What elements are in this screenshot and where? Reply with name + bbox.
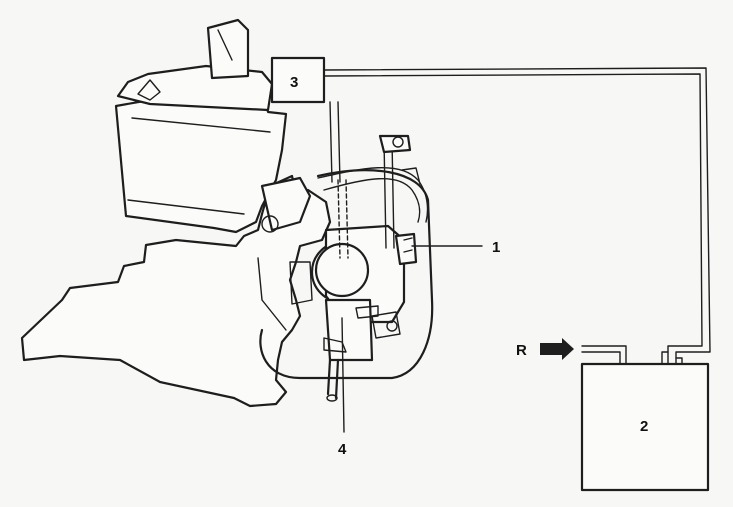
r-arrow [540,338,574,360]
label-3: 3 [290,74,298,91]
label-2: 2 [640,418,648,435]
label-r: R [516,342,527,359]
engine-block [20,18,332,408]
component-3-box [270,56,326,104]
label-1: 1 [492,239,500,256]
label-4: 4 [338,441,347,458]
component-2-box [580,345,710,492]
leader-lines [341,245,483,433]
throttle-body-assembly [259,134,434,402]
